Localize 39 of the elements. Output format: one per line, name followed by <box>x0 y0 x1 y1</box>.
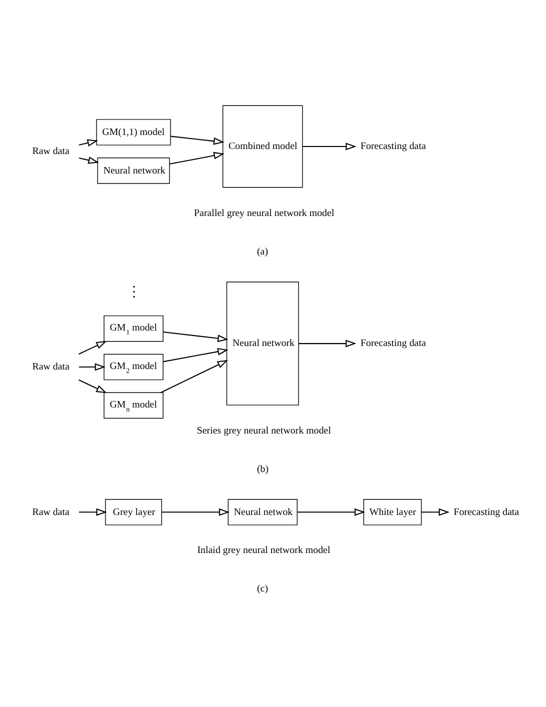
label: Series grey neural network model <box>196 426 332 437</box>
node-box: White layer <box>363 498 422 526</box>
node-box: GM$_{1}$ model <box>104 315 164 342</box>
node-box: Neural network <box>226 282 299 406</box>
arrow <box>297 508 366 516</box>
node-box: Combined model <box>222 105 303 188</box>
arrow <box>78 139 98 147</box>
label: Inlaid grey neural network model <box>197 545 330 556</box>
label: Parallel grey neural network model <box>194 208 334 219</box>
node-text: Forecasting data <box>360 141 426 152</box>
node-box: GM(1,1) model <box>96 119 171 146</box>
arrow <box>422 508 450 516</box>
node-box: GM$_{n}$ model <box>104 392 164 419</box>
arrow <box>302 142 356 150</box>
label: (a) <box>256 246 268 258</box>
arrow <box>163 348 228 362</box>
arrow <box>298 340 356 348</box>
arrow <box>162 508 230 516</box>
node-text: Raw data <box>32 506 70 518</box>
node-box: Neural network <box>97 158 170 184</box>
arrow <box>78 156 99 164</box>
arrow <box>163 331 228 342</box>
arrow <box>78 340 107 355</box>
arrow <box>169 152 224 165</box>
label: (c) <box>256 584 268 595</box>
node-text: Raw data <box>32 146 70 158</box>
node-box: Neural netwok <box>228 498 298 526</box>
node-text: Raw data <box>32 362 70 373</box>
node-text: Forecasting data <box>454 506 520 518</box>
node-box: GM$_{2}$ model <box>104 354 164 380</box>
label: ⋮ <box>126 284 141 300</box>
arrow <box>160 360 228 394</box>
node-text: Forecasting data <box>360 338 426 350</box>
node-box: Grey layer <box>105 498 162 526</box>
arrow <box>78 379 107 394</box>
label: (b) <box>256 464 269 476</box>
arrow <box>78 508 107 516</box>
arrow <box>170 136 224 145</box>
arrow <box>78 363 106 371</box>
